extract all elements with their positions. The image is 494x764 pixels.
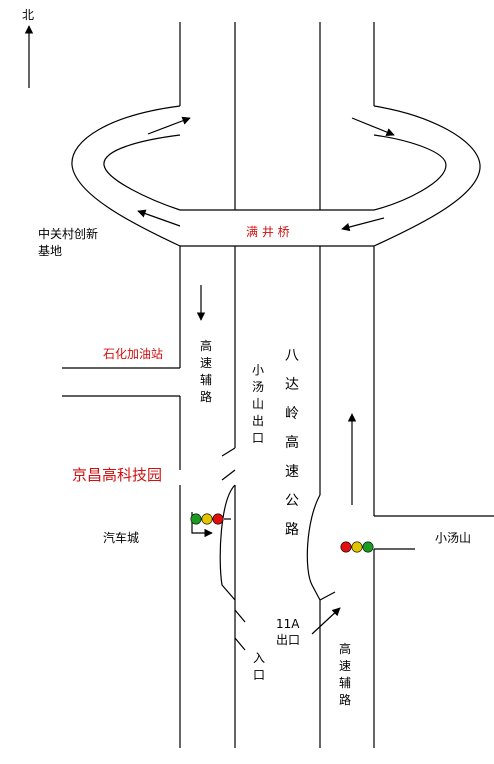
left-ramp: [219, 447, 246, 651]
zhongguancun-label-line2: 基地: [38, 244, 63, 258]
arrow-left-loop-ne: [147, 116, 191, 135]
bridge-label: 满 井 桥: [246, 225, 290, 239]
traffic-light-left-red: [212, 513, 224, 525]
aux-road-bottom-label: 高速辅路: [338, 642, 351, 707]
arrow-ne-11a: [311, 607, 341, 635]
traffic-light-right-green: [362, 541, 374, 553]
expressway-label: 八达岭高速公路: [285, 348, 299, 538]
entrance-label: 入口: [252, 651, 265, 682]
east-road-edges: [374, 515, 494, 550]
arrow-right-loop-se: [351, 117, 395, 137]
left-loop-outer: [71, 105, 181, 247]
north-label: 北: [22, 8, 35, 22]
right-loop-outer: [373, 105, 481, 247]
xiaotangshan-exit-top-label: 小汤山出口: [251, 363, 264, 445]
exit-11a-label-line1: 11A: [276, 617, 300, 631]
traffic-light-left-green: [190, 513, 202, 525]
west-road-edges: [62, 367, 180, 397]
arrow-right-loop-w: [341, 217, 385, 232]
car-city-label: 汽车城: [103, 531, 140, 545]
traffic-light-left-yellow: [201, 513, 213, 525]
aux-road-top-label: 高速辅路: [199, 339, 212, 404]
left-loop-inner: [103, 134, 181, 211]
xiaotangshan-label: 小汤山: [435, 531, 472, 545]
arrow-left-loop-w: [137, 209, 181, 227]
gas-station-label: 石化加油站: [103, 347, 164, 361]
bridge-deck-edges: [180, 209, 374, 247]
exit-11a-label-line2: 出口: [276, 633, 301, 647]
zhongguancun-label-line1: 中关村创新: [38, 227, 99, 241]
right-ramp: [306, 494, 336, 601]
tech-park-label: 京昌高科技园: [72, 466, 163, 484]
traffic-light-right-red: [340, 541, 352, 553]
right-loop-inner: [373, 134, 447, 211]
traffic-light-right-yellow: [351, 541, 363, 553]
